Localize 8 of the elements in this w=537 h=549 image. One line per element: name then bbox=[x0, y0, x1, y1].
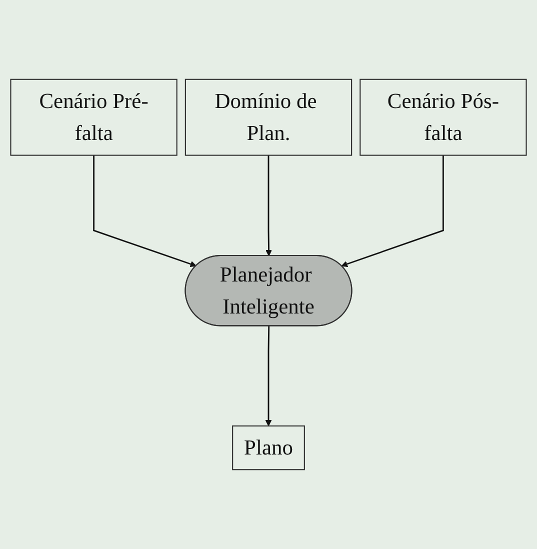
node-box: Plano bbox=[232, 425, 305, 470]
node-box: Cenário Pré-falta bbox=[10, 78, 178, 156]
arrow bbox=[341, 155, 444, 268]
node-box: Cenário Pós-falta bbox=[360, 78, 527, 156]
node-box: Domínio de Plan. bbox=[184, 78, 352, 156]
arrow bbox=[266, 155, 272, 256]
arrow bbox=[265, 326, 272, 426]
arrow bbox=[93, 155, 196, 268]
